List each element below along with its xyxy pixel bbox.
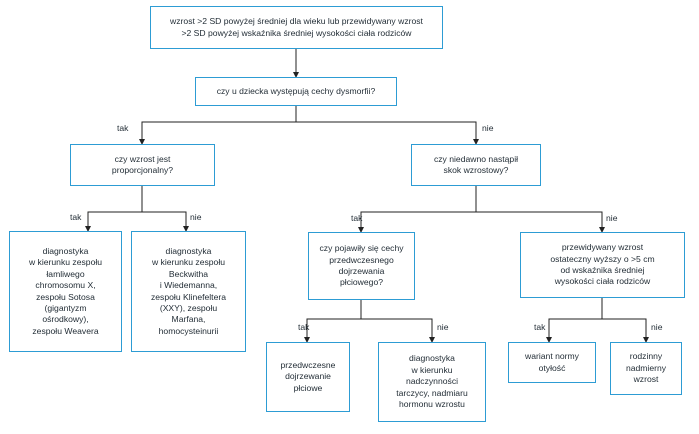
- node-predicted-height-question: przewidywany wzrost ostateczny wyższy o …: [520, 232, 685, 298]
- edge-proportional-no: [142, 211, 189, 232]
- label-proportional-no: nie: [190, 212, 202, 222]
- node-dx-thyroid: diagnostyka w kierunku nadczynności tarc…: [378, 342, 486, 422]
- label-height-no: nie: [651, 322, 663, 332]
- edge-dysmorphic-no: [296, 121, 479, 145]
- label-spurt-no: nie: [606, 213, 618, 223]
- node-normal-variant: wariant normy otyłość: [508, 342, 596, 383]
- node-familial-tall: rodzinny nadmierny wzrost: [610, 342, 682, 395]
- label-spurt-yes: tak: [351, 213, 363, 223]
- label-dysmorphic-yes: tak: [117, 123, 129, 133]
- edge-spurt-yes: [358, 186, 477, 233]
- label-puberty-no: nie: [437, 322, 449, 332]
- edge-puberty-no: [361, 318, 435, 343]
- label-puberty-yes: tak: [298, 322, 310, 332]
- edge-dysmorphic-split: [139, 106, 297, 145]
- node-dx-fragile-x: diagnostyka w kierunku zespołu łamliwego…: [9, 231, 122, 352]
- edge-height-yes: [546, 298, 603, 343]
- edge-height-no: [602, 318, 649, 343]
- label-height-yes: tak: [534, 322, 546, 332]
- edge-spurt-no: [476, 211, 605, 233]
- edge-proportional-yes: [85, 186, 143, 232]
- node-precocious-puberty: przedwczesne dojrzewanie płciowe: [266, 342, 350, 412]
- node-dx-beckwith: diagnostyka w kierunku zespołu Beckwitha…: [131, 231, 246, 352]
- node-puberty-question: czy pojawiły się cechy przedwczesnego do…: [308, 232, 415, 300]
- node-dysmorphic-question: czy u dziecka występują cechy dysmorfii?: [195, 77, 397, 106]
- label-proportional-yes: tak: [70, 212, 82, 222]
- edge-puberty-yes: [304, 300, 362, 343]
- node-root: wzrost >2 SD powyżej średniej dla wieku …: [150, 6, 443, 49]
- label-dysmorphic-no: nie: [482, 123, 494, 133]
- node-proportional-question: czy wzrost jest proporcjonalny?: [70, 144, 215, 186]
- node-growth-spurt-question: czy niedawno nastąpił skok wzrostowy?: [411, 144, 541, 186]
